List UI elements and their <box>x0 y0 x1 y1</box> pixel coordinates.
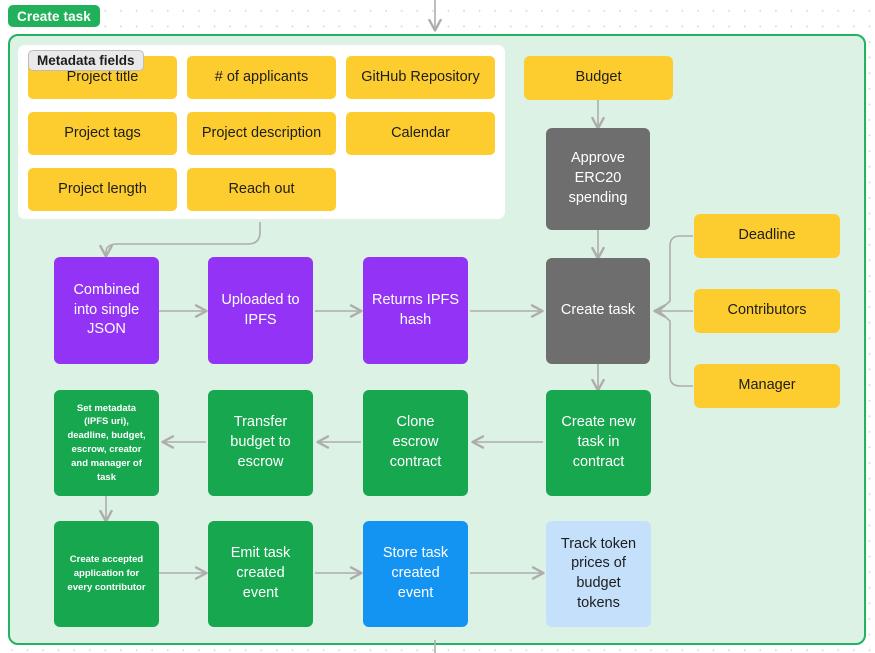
node-clone-escrow[interactable]: Clone escrow contract <box>363 390 468 496</box>
metadata-chip-reach-out[interactable]: Reach out <box>187 168 336 211</box>
node-emit-task-created-event[interactable]: Emit task created event <box>208 521 313 627</box>
node-track-token-prices[interactable]: Track token prices of budget tokens <box>546 521 651 627</box>
node-approve-erc20[interactable]: Approve ERC20 spending <box>546 128 650 230</box>
node-create-task[interactable]: Create task <box>546 258 650 364</box>
node-contributors[interactable]: Contributors <box>694 289 840 333</box>
metadata-fields-badge[interactable]: Metadata fields <box>28 50 144 71</box>
metadata-chip-calendar[interactable]: Calendar <box>346 112 495 155</box>
node-manager[interactable]: Manager <box>694 364 840 408</box>
node-uploaded-ipfs[interactable]: Uploaded to IPFS <box>208 257 313 364</box>
node-set-metadata[interactable]: Set metadata (IPFS uri), deadline, budge… <box>54 390 159 496</box>
node-combined-json[interactable]: Combined into single JSON <box>54 257 159 364</box>
metadata-chip-project-length[interactable]: Project length <box>28 168 177 211</box>
metadata-chip-github-repository[interactable]: GitHub Repository <box>346 56 495 99</box>
metadata-chip-project-description[interactable]: Project description <box>187 112 336 155</box>
metadata-chip-applicants[interactable]: # of applicants <box>187 56 336 99</box>
group-badge-create-task[interactable]: Create task <box>8 5 100 27</box>
node-transfer-budget[interactable]: Transfer budget to escrow <box>208 390 313 496</box>
node-deadline[interactable]: Deadline <box>694 214 840 258</box>
node-store-task-created-event[interactable]: Store task created event <box>363 521 468 627</box>
node-budget[interactable]: Budget <box>524 56 673 100</box>
node-create-new-task[interactable]: Create new task in contract <box>546 390 651 496</box>
metadata-chip-project-tags[interactable]: Project tags <box>28 112 177 155</box>
node-create-accepted-application[interactable]: Create accepted application for every co… <box>54 521 159 627</box>
node-returns-hash[interactable]: Returns IPFS hash <box>363 257 468 364</box>
